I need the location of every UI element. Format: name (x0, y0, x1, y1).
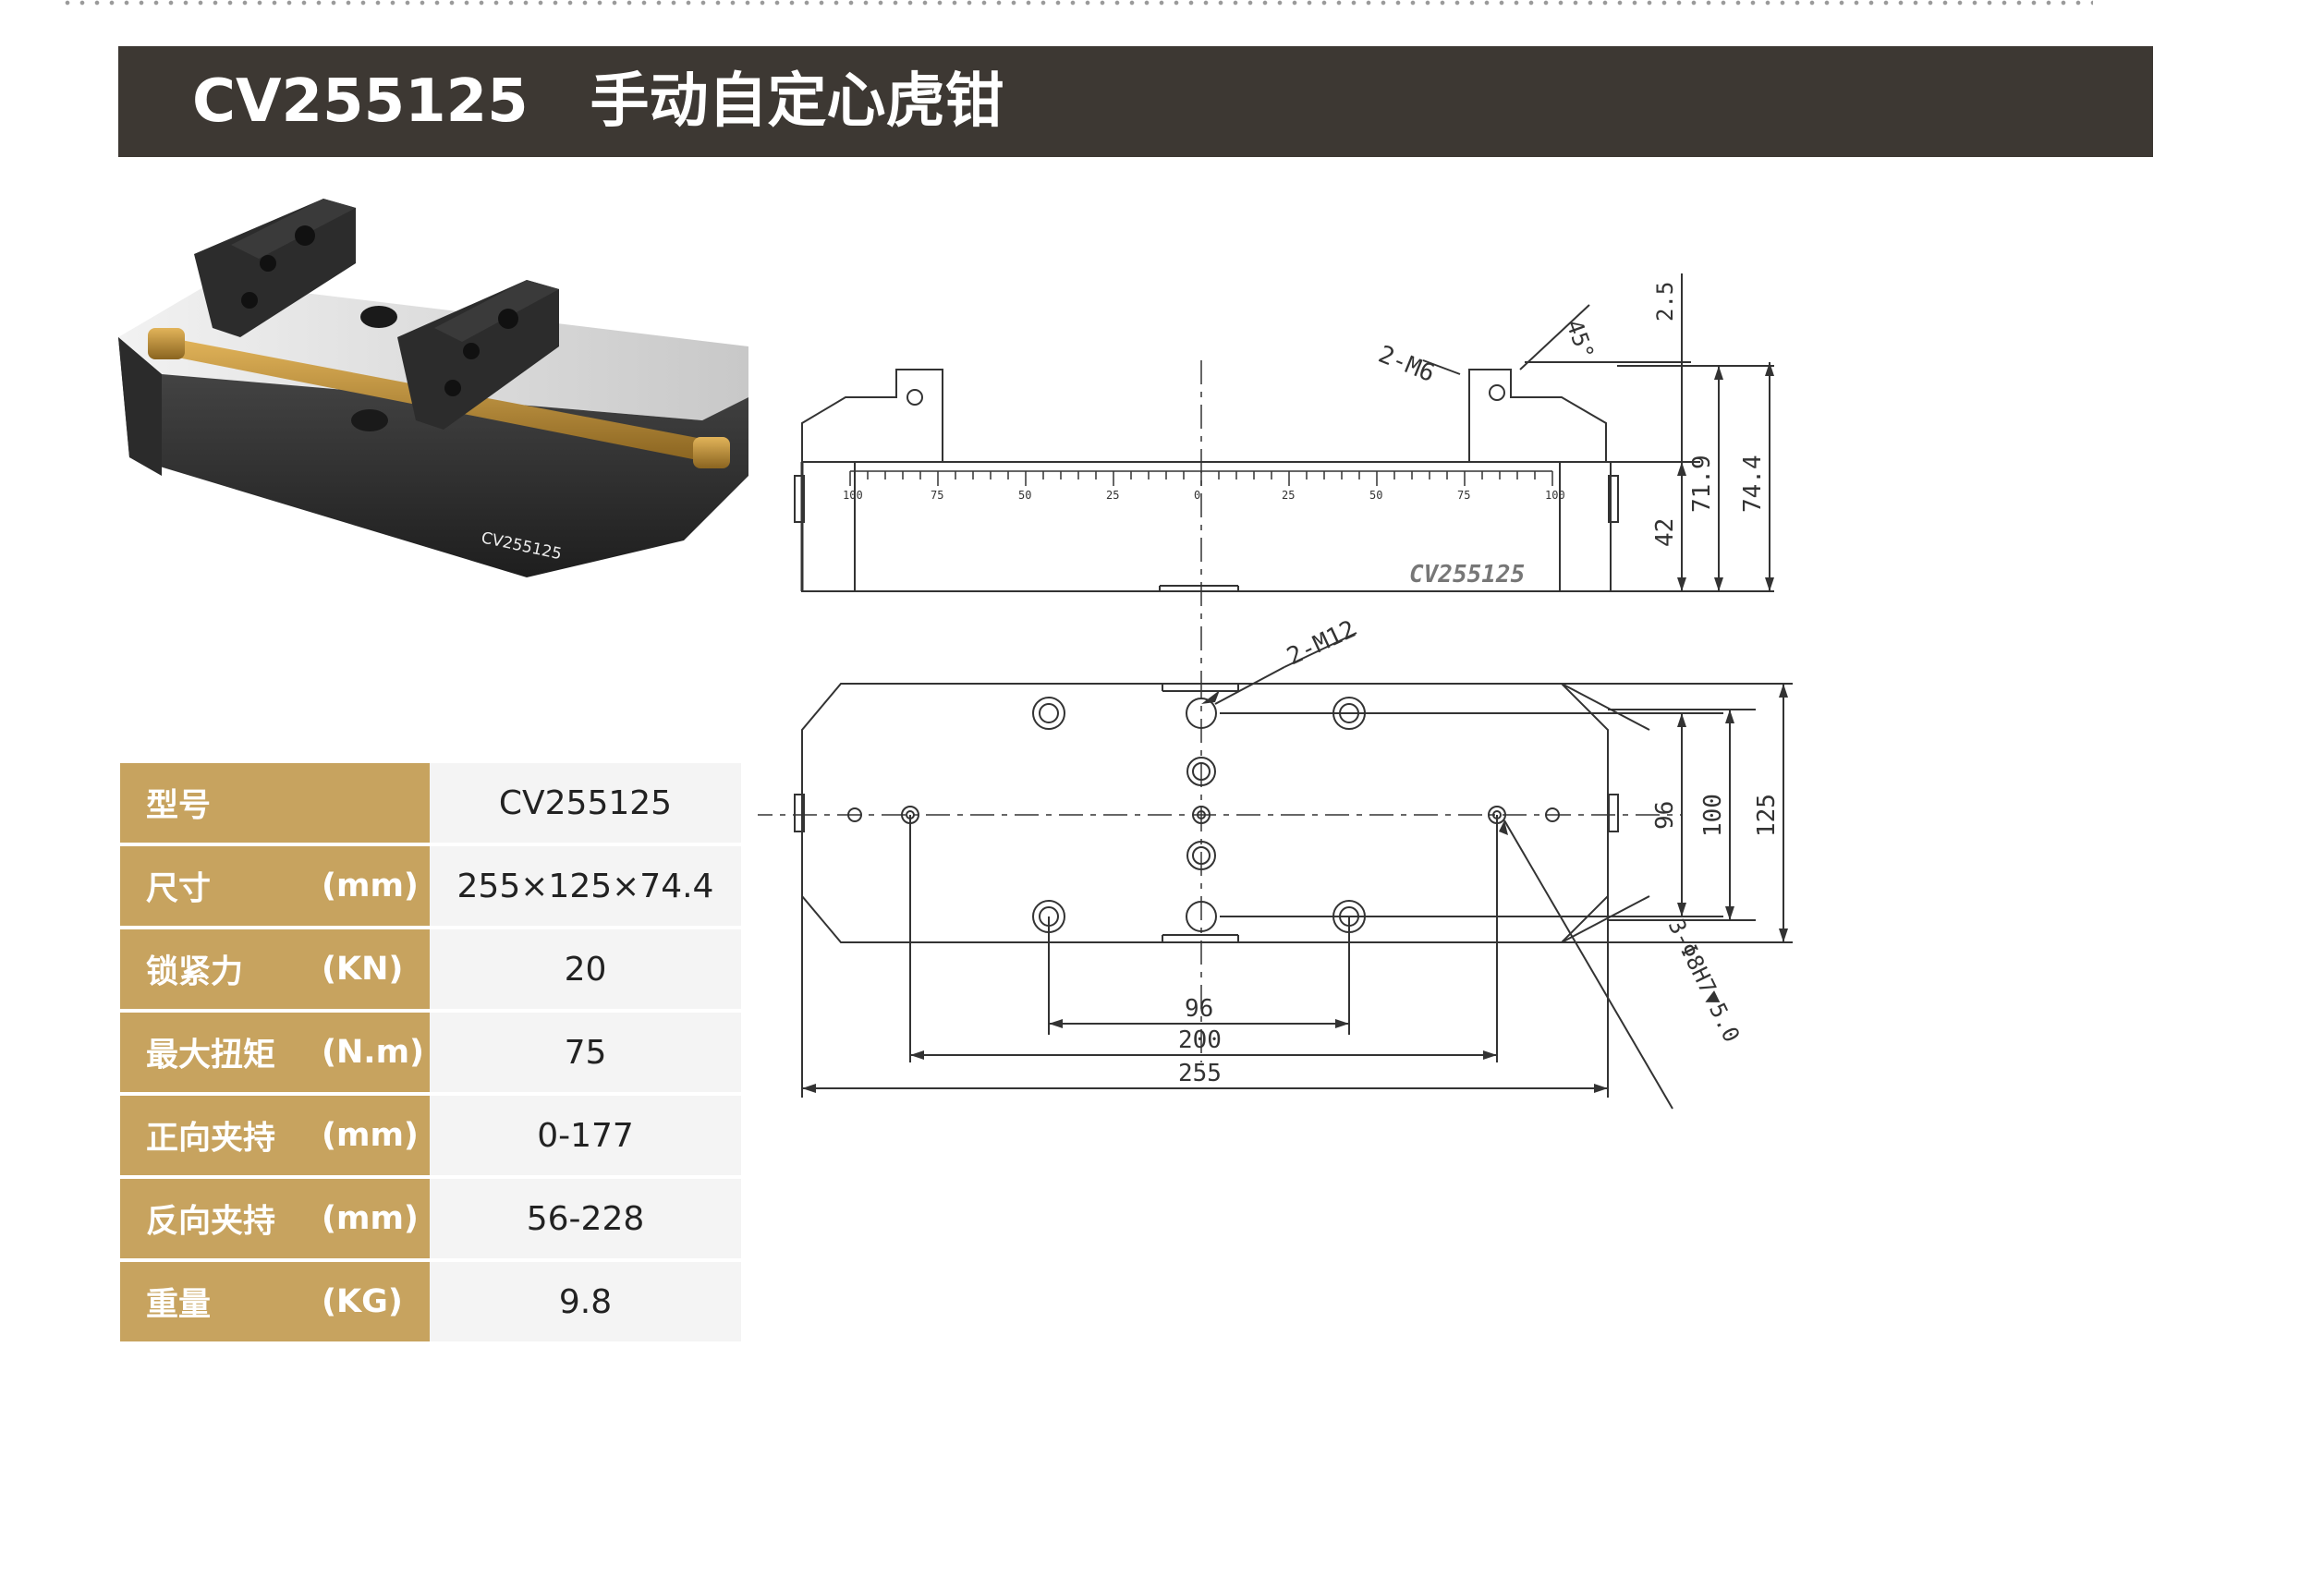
jaw-hole (295, 225, 315, 246)
jaw-hole-right (1489, 384, 1505, 401)
m6-leader (1422, 359, 1461, 375)
spec-label: 最大扭矩 (146, 1037, 276, 1074)
end-plate-left (794, 475, 805, 523)
jaw-hole (444, 380, 461, 396)
spec-label-cell: 正向夹持 (mm) (120, 1096, 430, 1175)
base-hole (360, 306, 397, 328)
pin-callout: 3-Φ8H7▼5.0 (1663, 915, 1746, 1046)
spec-value: 0-177 (430, 1096, 741, 1175)
spec-label: 尺寸 (146, 870, 212, 908)
height-74-4: 74.4 (1739, 455, 1767, 513)
m12-leader (1214, 666, 1285, 705)
scale-label: 0 (1194, 489, 1200, 502)
jaw-right-serrations (434, 280, 559, 342)
spec-unit: (N.m) (322, 1034, 425, 1071)
title-bar: CV255125 手动自定心虎钳 (118, 46, 2153, 157)
spec-unit: (mm) (322, 868, 419, 904)
length-200: 200 (1178, 1026, 1222, 1054)
base-end-face (118, 337, 162, 476)
length-255: 255 (1178, 1060, 1222, 1087)
spec-unit: (KG) (322, 1283, 403, 1320)
spec-value: 20 (430, 929, 741, 1009)
chamfer-leader (1519, 304, 1590, 370)
scale-label: 75 (1457, 489, 1470, 502)
spec-label: 反向夹持 (146, 1203, 276, 1241)
spec-row: 型号 CV255125 (120, 763, 741, 843)
length-96: 96 (1185, 995, 1213, 1023)
product-photo: CV255125 (118, 199, 748, 577)
jaw-hole (463, 343, 480, 359)
spec-label-cell: 最大扭矩 (N.m) (120, 1013, 430, 1092)
spec-label-cell: 反向夹持 (mm) (120, 1179, 430, 1258)
spec-label: 重量 (146, 1286, 212, 1324)
screw-nut-right (693, 437, 730, 468)
jaw-hole-left (906, 389, 923, 406)
height-42: 42 (1651, 518, 1679, 547)
front-view (794, 369, 1619, 592)
scale-labels: 100 75 50 25 0 25 50 75 100 (843, 489, 1565, 502)
scale-label: 75 (931, 489, 943, 502)
product-name: 手动自定心虎钳 (590, 67, 1004, 136)
front-dimensions (1422, 273, 1774, 592)
spec-label: 锁紧力 (146, 953, 244, 991)
spec-row: 尺寸 (mm) 255×125×74.4 (120, 846, 741, 926)
spec-label-cell: 重量 (KG) (120, 1262, 430, 1341)
page-title: CV255125 手动自定心虎钳 (192, 46, 1004, 157)
jaw-hole (241, 292, 258, 309)
front-engraving: CV255125 (1409, 561, 1525, 589)
m6-callout: 2-M6 (1374, 341, 1438, 388)
scale-label: 50 (1369, 489, 1382, 502)
spec-row: 最大扭矩 (N.m) 75 (120, 1013, 741, 1092)
spec-label-cell: 锁紧力 (KN) (120, 929, 430, 1009)
scale-label: 100 (843, 489, 863, 502)
spec-label-cell: 尺寸 (mm) (120, 846, 430, 926)
technical-drawing: 100 75 50 25 0 25 50 75 100 CV255125 2-M6 45° 2.… (758, 273, 1793, 1110)
spec-row: 反向夹持 (mm) 56-228 (120, 1179, 741, 1258)
spec-row: 重量 (KG) 9.8 (120, 1262, 741, 1341)
jaw-right-profile (1468, 369, 1607, 462)
spec-value: 255×125×74.4 (430, 846, 741, 926)
spec-value: CV255125 (430, 763, 741, 843)
height-71-9: 71.9 (1688, 455, 1716, 513)
spec-row: 锁紧力 (KN) 20 (120, 929, 741, 1009)
base-body (118, 337, 748, 577)
scale-label: 50 (1018, 489, 1031, 502)
spec-unit: (mm) (322, 1117, 419, 1154)
spec-value: 56-228 (430, 1179, 741, 1258)
pin-leader (1503, 819, 1673, 1110)
end-plate-right (1608, 475, 1619, 523)
scale-label: 25 (1106, 489, 1119, 502)
spec-value: 75 (430, 1013, 741, 1092)
scale-label: 100 (1545, 489, 1565, 502)
jaw-left-serrations (231, 199, 356, 259)
top-view (758, 632, 1793, 1110)
dotted-rule (60, 0, 2093, 6)
jaw-hole (260, 255, 276, 272)
spec-value: 9.8 (430, 1262, 741, 1341)
jaw-hole (498, 309, 518, 329)
dimension-arrows (802, 362, 1788, 1093)
width-96: 96 (1651, 801, 1679, 830)
m12-callout: 2-M12 (1283, 615, 1360, 671)
jaw-left (194, 199, 356, 337)
chamfer-size: 2.5 (1652, 282, 1678, 322)
jaw-left-profile (801, 369, 943, 462)
model-code: CV255125 (192, 67, 529, 136)
width-100: 100 (1699, 794, 1727, 837)
spec-row: 正向夹持 (mm) 0-177 (120, 1096, 741, 1175)
base-hole (351, 409, 388, 431)
spec-label: 型号 (146, 787, 212, 825)
spec-label: 正向夹持 (146, 1120, 276, 1158)
chamfer-angle: 45° (1561, 316, 1599, 362)
scale-label: 25 (1282, 489, 1295, 502)
spec-table: 型号 CV255125 尺寸 (mm) 255×125×74.4 锁紧力 (KN) … (120, 759, 741, 1345)
spec-unit: (mm) (322, 1200, 419, 1237)
width-125: 125 (1753, 794, 1781, 837)
spec-label-cell: 型号 (120, 763, 430, 843)
screw-nut-left (148, 328, 185, 359)
spec-unit: (KN) (322, 951, 404, 988)
